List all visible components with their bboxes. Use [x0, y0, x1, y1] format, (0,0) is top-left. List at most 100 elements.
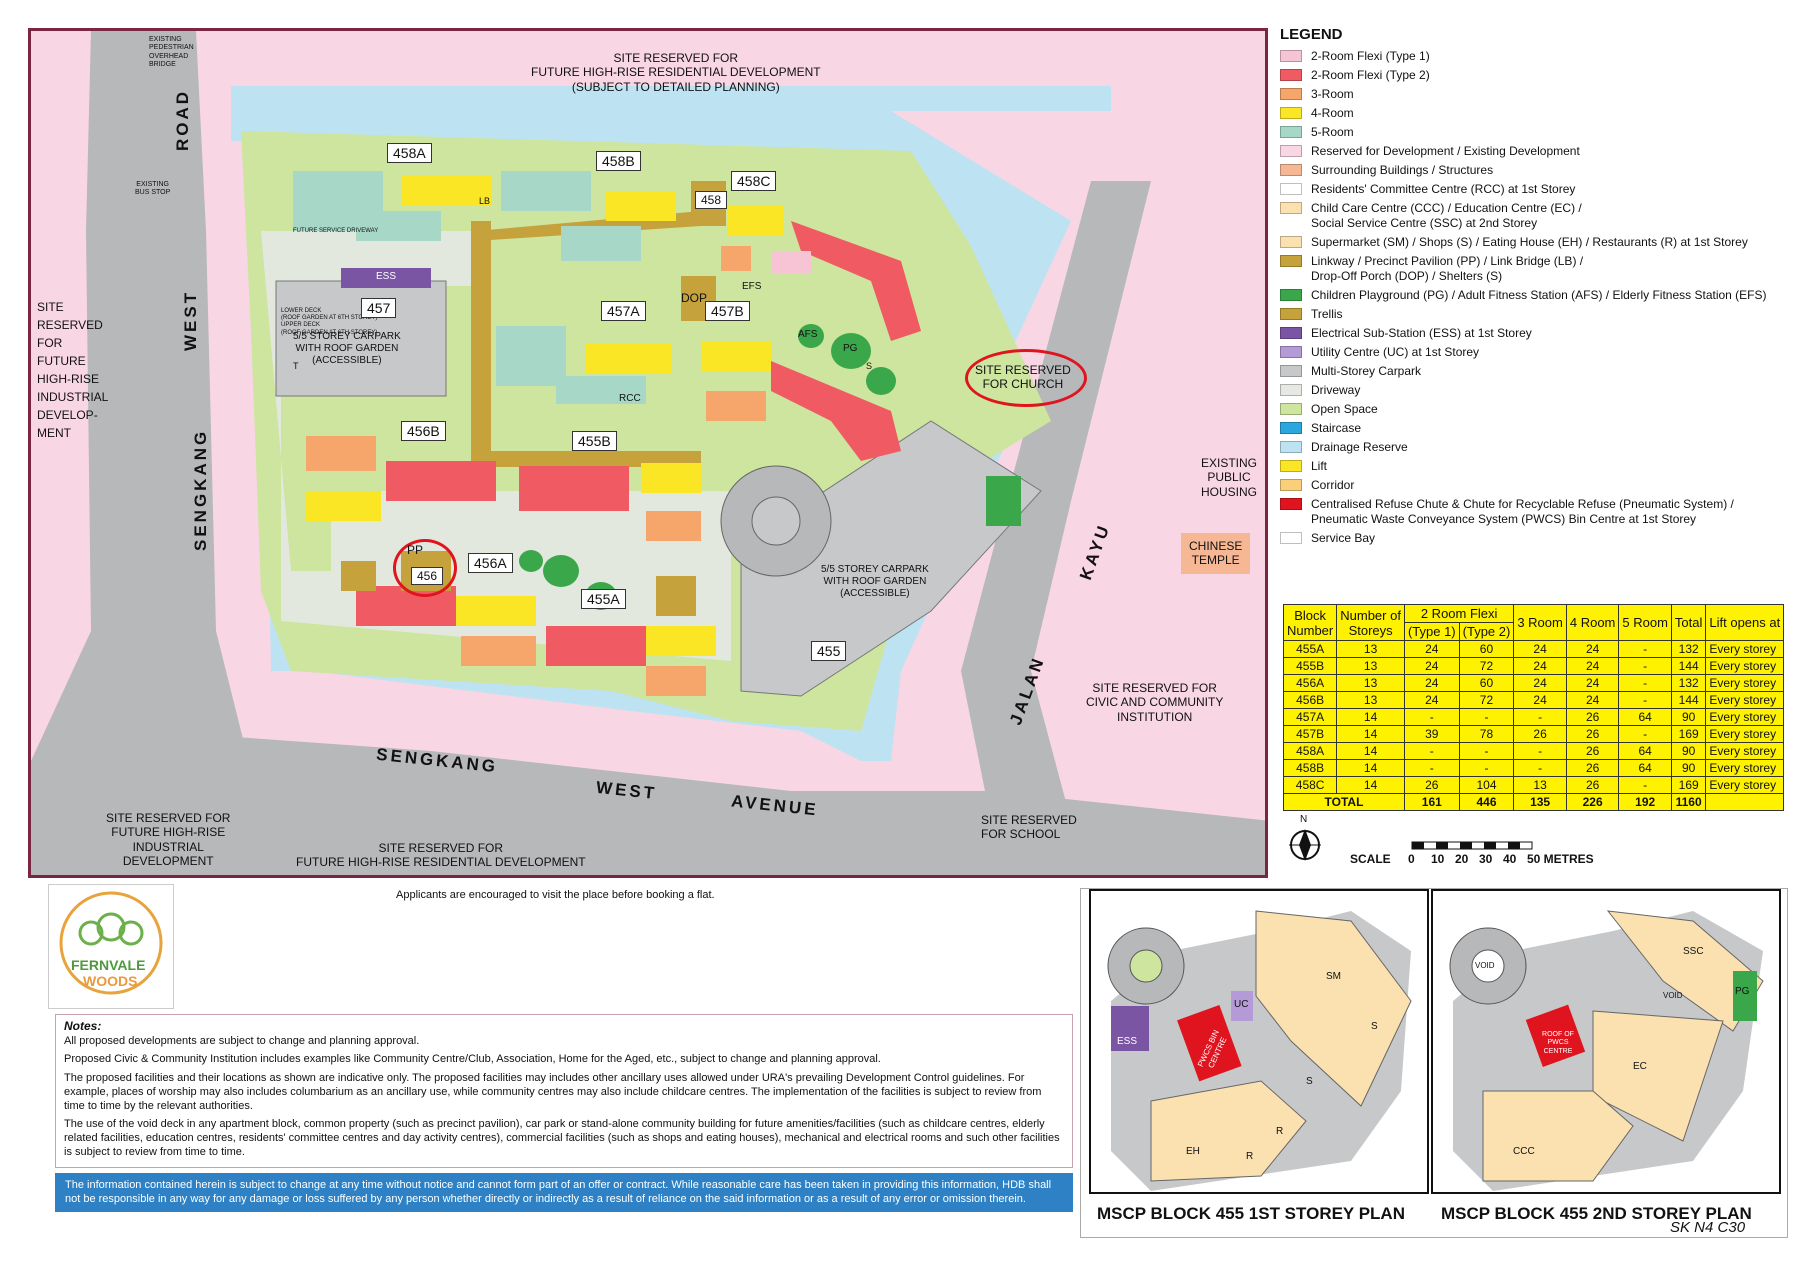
- legend-swatch: [1280, 479, 1302, 491]
- table-cell: -: [1458, 742, 1515, 760]
- legend-swatch: [1280, 460, 1302, 472]
- table-cell: 24: [1403, 674, 1460, 692]
- scale-tick-50: 50 METRES: [1527, 852, 1594, 866]
- notes-title: Notes:: [64, 1019, 102, 1033]
- legend-item: Multi-Storey Carpark: [1280, 364, 1790, 379]
- legend-label: 2-Room Flexi (Type 1): [1311, 49, 1430, 63]
- block-tag-457b: 457B: [705, 301, 750, 321]
- table-cell: 72: [1458, 657, 1515, 675]
- pp-456-highlight: [393, 539, 457, 597]
- table-cell: 13: [1336, 691, 1405, 709]
- table-cell: 24: [1403, 657, 1460, 675]
- legend-label: Reserved for Development / Existing Deve…: [1311, 144, 1580, 158]
- note-paragraph: Proposed Civic & Community Institution i…: [64, 1053, 881, 1066]
- table-cell: 26: [1565, 759, 1620, 777]
- legend-item: 2-Room Flexi (Type 2): [1280, 68, 1790, 83]
- legend-swatch: [1280, 88, 1302, 100]
- legend-title: LEGEND: [1280, 26, 1343, 43]
- block-455a: [546, 626, 716, 696]
- table-cell: 64: [1618, 742, 1672, 760]
- table-cell: 60: [1458, 674, 1515, 692]
- legend-item: Lift: [1280, 459, 1790, 474]
- scale-bar: N SCALE 0 10 20 30 40 50 METRES: [1285, 814, 1800, 870]
- table-cell: 14: [1336, 725, 1405, 743]
- block-tag-457a: 457A: [601, 301, 646, 321]
- left-industrial-site-label: SITE RESERVED FOR FUTURE HIGH-RISE INDUS…: [37, 300, 109, 440]
- scale-tick-0: 0: [1408, 852, 1415, 866]
- plan-2nd-graphics: [1449, 910, 1764, 1191]
- table-cell: 457A: [1282, 708, 1338, 726]
- table-cell: TOTAL: [1283, 793, 1405, 811]
- scale-tick-30: 30: [1479, 852, 1493, 866]
- ess-block: [341, 268, 431, 288]
- table-cell: 13: [1513, 776, 1567, 794]
- table-cell: 169: [1670, 725, 1707, 743]
- col-lift: Lift opens at: [1705, 604, 1785, 641]
- table-cell: Every storey: [1705, 657, 1785, 675]
- plan1-label-sm: SM: [1326, 971, 1341, 982]
- block-tag-455: 455: [811, 641, 847, 661]
- playground: [866, 367, 896, 395]
- legend-label: 5-Room: [1311, 125, 1354, 139]
- plan-1st-storey: ESS PWCS BIN CENTRE UC SM S S R R EH: [1089, 889, 1429, 1194]
- table-cell: 90: [1670, 742, 1707, 760]
- table-cell: 455B: [1282, 657, 1338, 675]
- table-cell: Every storey: [1705, 776, 1785, 794]
- road-label-sengkang: SENGKANG: [191, 428, 210, 551]
- legend-item: Utility Centre (UC) at 1st Storey: [1280, 345, 1790, 360]
- table-cell: -: [1403, 742, 1460, 760]
- table-cell: 14: [1336, 759, 1405, 777]
- pg-label: PG: [843, 343, 858, 354]
- legend-label: Staircase: [1311, 421, 1362, 435]
- block-tag-457: 457: [361, 298, 397, 318]
- plan2-label-pg: PG: [1735, 986, 1750, 997]
- table-cell: 455A: [1282, 640, 1338, 658]
- legend-item: Drainage Reserve: [1280, 440, 1790, 455]
- legend-label: Trellis: [1311, 307, 1343, 321]
- legend-label: Open Space: [1311, 402, 1378, 416]
- logo-line-1: FERNVALE: [71, 957, 146, 973]
- table-cell: 24: [1513, 691, 1567, 709]
- pg-roof-455: [986, 476, 1021, 526]
- legend-label: Driveway: [1311, 383, 1361, 397]
- table-cell: 226: [1565, 793, 1620, 811]
- legend-swatch: [1280, 422, 1302, 434]
- adult-fitness: [798, 324, 824, 348]
- legend-swatch: [1280, 50, 1302, 62]
- table-cell: -: [1403, 708, 1460, 726]
- table-cell: 161: [1403, 793, 1460, 811]
- fernvale-woods-logo: FERNVALE WOODS: [48, 884, 174, 1009]
- road-label-west: WEST: [181, 289, 200, 351]
- disclaimer-box: The information contained herein is subj…: [55, 1173, 1073, 1212]
- legend-item: Trellis: [1280, 307, 1790, 322]
- plan1-label-s1: S: [1371, 1021, 1378, 1032]
- sengkang-west-avenue: [31, 731, 1265, 875]
- table-cell: 24: [1565, 640, 1620, 658]
- table-cell: 132: [1670, 674, 1707, 692]
- legend-item: Open Space: [1280, 402, 1790, 417]
- legend-item: Driveway: [1280, 383, 1790, 398]
- table-cell: 144: [1670, 691, 1707, 709]
- driveway: [261, 231, 731, 661]
- block-tag-458c: 458C: [731, 171, 777, 191]
- fitness-station: [519, 550, 543, 572]
- church-site-highlight: [965, 349, 1087, 407]
- table-cell: Every storey: [1705, 725, 1785, 743]
- legend-swatch: [1280, 441, 1302, 453]
- legend-item: Staircase: [1280, 421, 1790, 436]
- table-cell: Every storey: [1705, 691, 1785, 709]
- note-paragraph: All proposed developments are subject to…: [64, 1035, 420, 1048]
- table-cell: -: [1513, 742, 1567, 760]
- table-cell: -: [1618, 657, 1672, 675]
- lb-label: LB: [479, 196, 491, 206]
- legend-item: Centralised Refuse Chute & Chute for Rec…: [1280, 497, 1790, 527]
- church-site-label: SITE RESERVED FOR CHURCH: [975, 363, 1071, 392]
- north-label: N: [1300, 814, 1308, 825]
- legend-swatch: [1280, 498, 1302, 510]
- plan2-label-ssc: SSC: [1683, 946, 1704, 957]
- legend-swatch: [1280, 107, 1302, 119]
- carpark-455: [740, 420, 1042, 697]
- carpark-457-deck-label: LOWER DECK (ROOF GARDEN AT 6TH STOREY) U…: [281, 308, 378, 336]
